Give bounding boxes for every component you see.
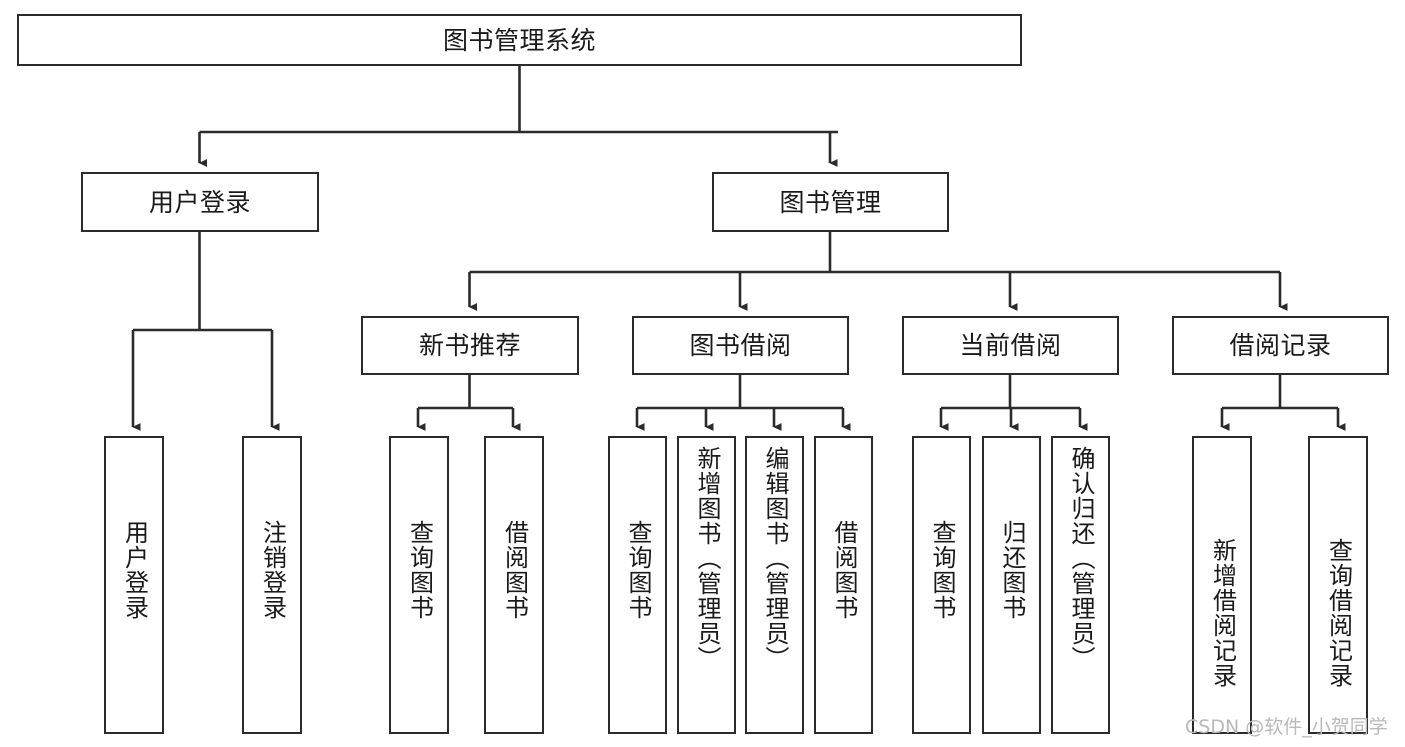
leaf-return-book[interactable]: 归还图书 — [982, 436, 1041, 734]
node-current-borrow[interactable]: 当前借阅 — [902, 316, 1119, 375]
leaf-logout-label: 注销登录 — [258, 520, 287, 620]
leaf-borrow-book-recommend[interactable]: 借阅图书 — [484, 436, 544, 734]
leaf-query-book-current-label: 查询图书 — [927, 520, 956, 620]
leaf-borrow-book-label: 借阅图书 — [829, 520, 858, 620]
leaf-add-borrow-record-label: 新增借阅记录 — [1208, 538, 1237, 688]
leaf-query-book-borrow-label: 查询图书 — [623, 520, 652, 620]
leaf-return-book-label: 归还图书 — [997, 520, 1026, 620]
watermark-csdn: CSDN @软件_小贺同学 — [1185, 716, 1388, 738]
leaf-query-book-current[interactable]: 查询图书 — [912, 436, 971, 734]
node-borrow-record[interactable]: 借阅记录 — [1172, 316, 1389, 375]
leaf-query-book-recommend[interactable]: 查询图书 — [389, 436, 449, 734]
leaf-query-borrow-record-label: 查询借阅记录 — [1324, 538, 1353, 688]
leaf-borrow-book[interactable]: 借阅图书 — [814, 436, 873, 734]
leaf-edit-book-admin-label: 编辑图书（管理员） — [760, 446, 789, 671]
leaf-add-book-admin-label: 新增图书（管理员） — [692, 446, 721, 671]
leaf-logout[interactable]: 注销登录 — [242, 436, 302, 734]
node-book-borrow-label: 图书借阅 — [689, 331, 792, 360]
leaf-query-borrow-record[interactable]: 查询借阅记录 — [1308, 436, 1368, 734]
node-user-login[interactable]: 用户登录 — [81, 172, 319, 232]
leaf-borrow-book-recommend-label: 借阅图书 — [500, 520, 529, 620]
node-book-borrow[interactable]: 图书借阅 — [632, 316, 849, 375]
node-borrow-record-label: 借阅记录 — [1229, 331, 1332, 360]
leaf-query-book-recommend-label: 查询图书 — [405, 520, 434, 620]
leaf-edit-book-admin[interactable]: 编辑图书（管理员） — [745, 436, 804, 734]
node-new-book-recommend[interactable]: 新书推荐 — [361, 316, 579, 375]
node-book-management[interactable]: 图书管理 — [712, 172, 949, 232]
leaf-confirm-return-admin-label: 确认归还（管理员） — [1066, 446, 1095, 671]
node-root[interactable]: 图书管理系统 — [17, 14, 1022, 66]
node-current-borrow-label: 当前借阅 — [959, 331, 1062, 360]
leaf-query-book-borrow[interactable]: 查询图书 — [608, 436, 667, 734]
node-user-login-label: 用户登录 — [148, 187, 251, 217]
leaf-add-book-admin[interactable]: 新增图书（管理员） — [677, 436, 736, 734]
node-root-label: 图书管理系统 — [442, 25, 596, 55]
leaf-user-login[interactable]: 用户登录 — [104, 436, 164, 734]
leaf-add-borrow-record[interactable]: 新增借阅记录 — [1192, 436, 1252, 734]
leaf-confirm-return-admin[interactable]: 确认归还（管理员） — [1051, 436, 1110, 734]
node-new-book-recommend-label: 新书推荐 — [418, 331, 521, 360]
node-book-management-label: 图书管理 — [779, 187, 882, 217]
leaf-user-login-label: 用户登录 — [120, 520, 149, 620]
